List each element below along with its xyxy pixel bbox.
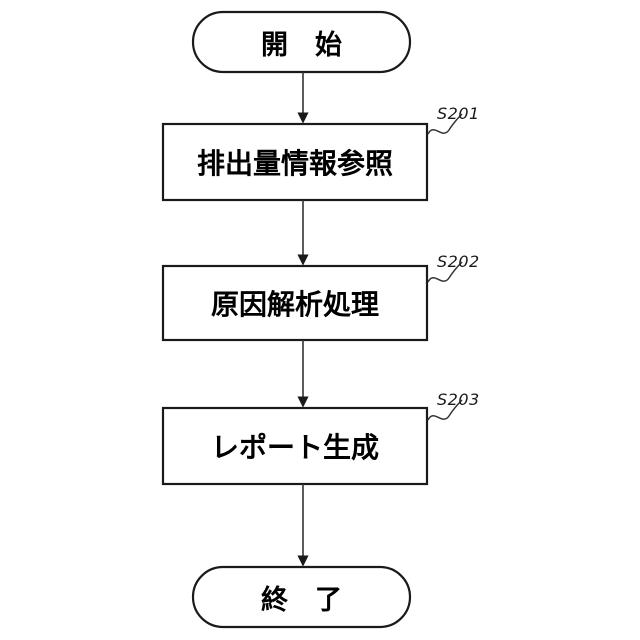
step-tag-s202: S202 — [437, 252, 480, 271]
leader-line-s201 — [427, 113, 463, 135]
node-s201-shape[interactable] — [161, 122, 429, 202]
node-s203-shape[interactable] — [161, 406, 429, 486]
node-end-shape[interactable] — [191, 565, 412, 629]
leader-line-s202 — [427, 261, 463, 283]
node-start-shape[interactable] — [191, 10, 412, 74]
step-tag-s201: S201 — [437, 104, 480, 123]
leader-line-s203 — [427, 399, 463, 421]
node-s202-shape[interactable] — [161, 264, 429, 342]
step-tag-s203: S203 — [437, 390, 480, 409]
